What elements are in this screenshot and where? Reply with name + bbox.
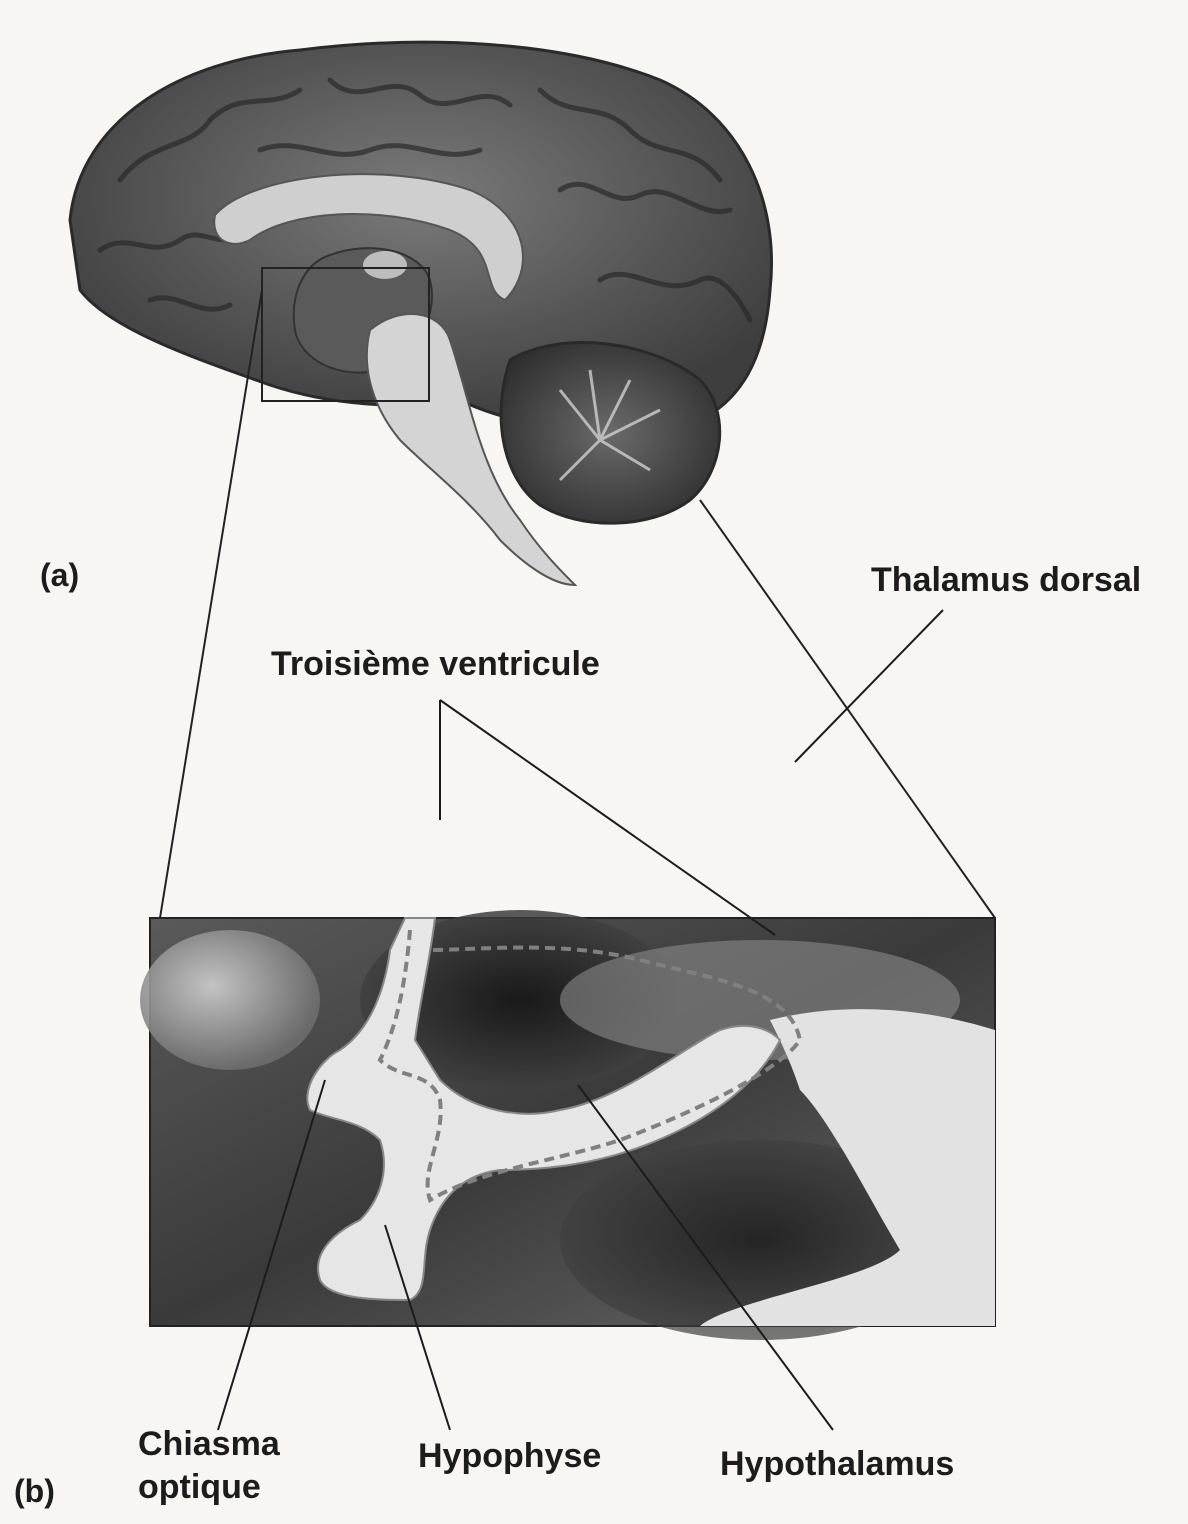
shadow-blob-left (140, 930, 320, 1070)
label-thalamus-dorsal: Thalamus dorsal (871, 562, 1141, 599)
label-chiasma-line2: optique (138, 1469, 280, 1506)
troisieme-ventricule-pointer-b (440, 700, 775, 935)
cerebellum (501, 343, 720, 524)
label-chiasma-optique: Chiasma optique (138, 1426, 280, 1507)
label-chiasma-line1: Chiasma (138, 1426, 280, 1463)
panel-label-a: (a) (40, 558, 79, 593)
label-hypothalamus: Hypothalamus (720, 1446, 954, 1483)
thalamus-a (363, 251, 407, 279)
label-troisieme-ventricule: Troisième ventricule (271, 646, 600, 683)
inset-detail (140, 910, 995, 1340)
panel-label-b: (b) (14, 1474, 55, 1509)
label-hypophyse: Hypophyse (418, 1438, 601, 1475)
brain-sagittal-view (70, 42, 772, 585)
